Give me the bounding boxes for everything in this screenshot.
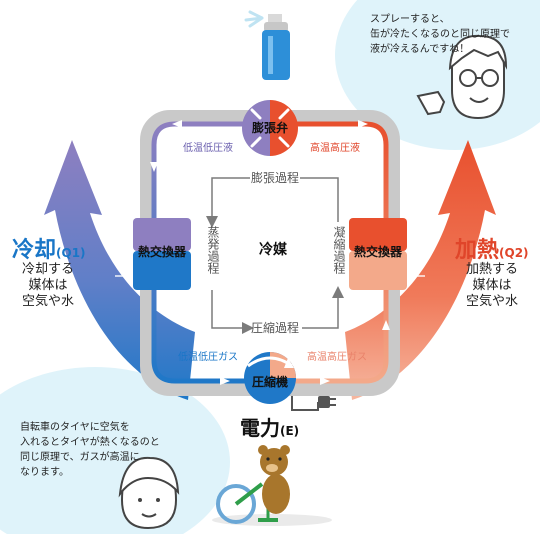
bubble-top-text: スプレーすると、 缶が冷たくなるのと同じ原理で 液が冷えるんですね！ [370, 14, 510, 55]
bear-pumping-icon [212, 445, 332, 526]
bubble-bottom-text: 自転車のタイヤに空気を 入れるとタイヤが熱くなるのと 同じ原理で、ガスが高温に … [20, 422, 160, 478]
power-title: 電力(E) [240, 412, 299, 441]
cooling-title: 冷却(Q1) [12, 232, 86, 264]
right-hx-label: 熱交換器 [354, 244, 403, 259]
pipe-label-top-left: 低温低圧液 [183, 141, 233, 154]
cooling-description: 冷却する 媒体は 空気や水 [21, 262, 74, 309]
pipe-label-top-right: 高温高圧液 [310, 141, 360, 154]
boy-face-icon [118, 456, 180, 530]
power-e-text: (E) [280, 424, 300, 438]
process-expansion: 膨張過程 [251, 170, 299, 185]
inner-cycle-top [206, 177, 250, 228]
compressor-label: 圧縮機 [252, 374, 288, 389]
flow-arrows [150, 120, 390, 385]
expansion-valve: 膨張弁 [242, 100, 298, 156]
left-heat-exchanger: 熱交換器 [133, 218, 191, 290]
process-condensation: 凝縮過程 [332, 225, 346, 275]
cooling-arrow [44, 140, 195, 400]
heating-title-text: 加熱 [455, 238, 500, 263]
man-face-icon [416, 34, 508, 120]
inner-cycle-bottom [211, 290, 254, 334]
inner-cycle-bottomright [302, 286, 344, 329]
compressor: 圧縮機 [244, 352, 296, 404]
center-refrigerant-label: 冷媒 [259, 241, 288, 258]
heating-description: 加熱する 媒体は 空気や水 [465, 262, 518, 309]
pipe-label-bottom-right: 高温高圧ガス [307, 350, 367, 363]
pipe-label-bottom-left: 低温低圧ガス [178, 350, 238, 363]
heating-title: 加熱(Q2) [455, 232, 529, 264]
power-plug-icon [291, 396, 336, 411]
valve-label: 膨張弁 [251, 120, 288, 135]
right-heat-exchanger: 熱交換器 [349, 218, 407, 290]
inner-cycle-topright [300, 177, 339, 222]
spray-can-icon [244, 10, 290, 80]
heat-flow-lines [115, 227, 425, 277]
heating-q-text: (Q2) [499, 246, 529, 260]
cooling-q-text: (Q1) [56, 246, 86, 260]
heating-arrow [345, 140, 496, 400]
process-evaporation: 蒸発過程 [206, 226, 220, 275]
left-hx-label: 熱交換器 [138, 244, 187, 259]
cooling-title-text: 冷却 [12, 238, 57, 263]
power-title-text: 電力 [240, 416, 280, 440]
process-compression: 圧縮過程 [251, 320, 299, 335]
